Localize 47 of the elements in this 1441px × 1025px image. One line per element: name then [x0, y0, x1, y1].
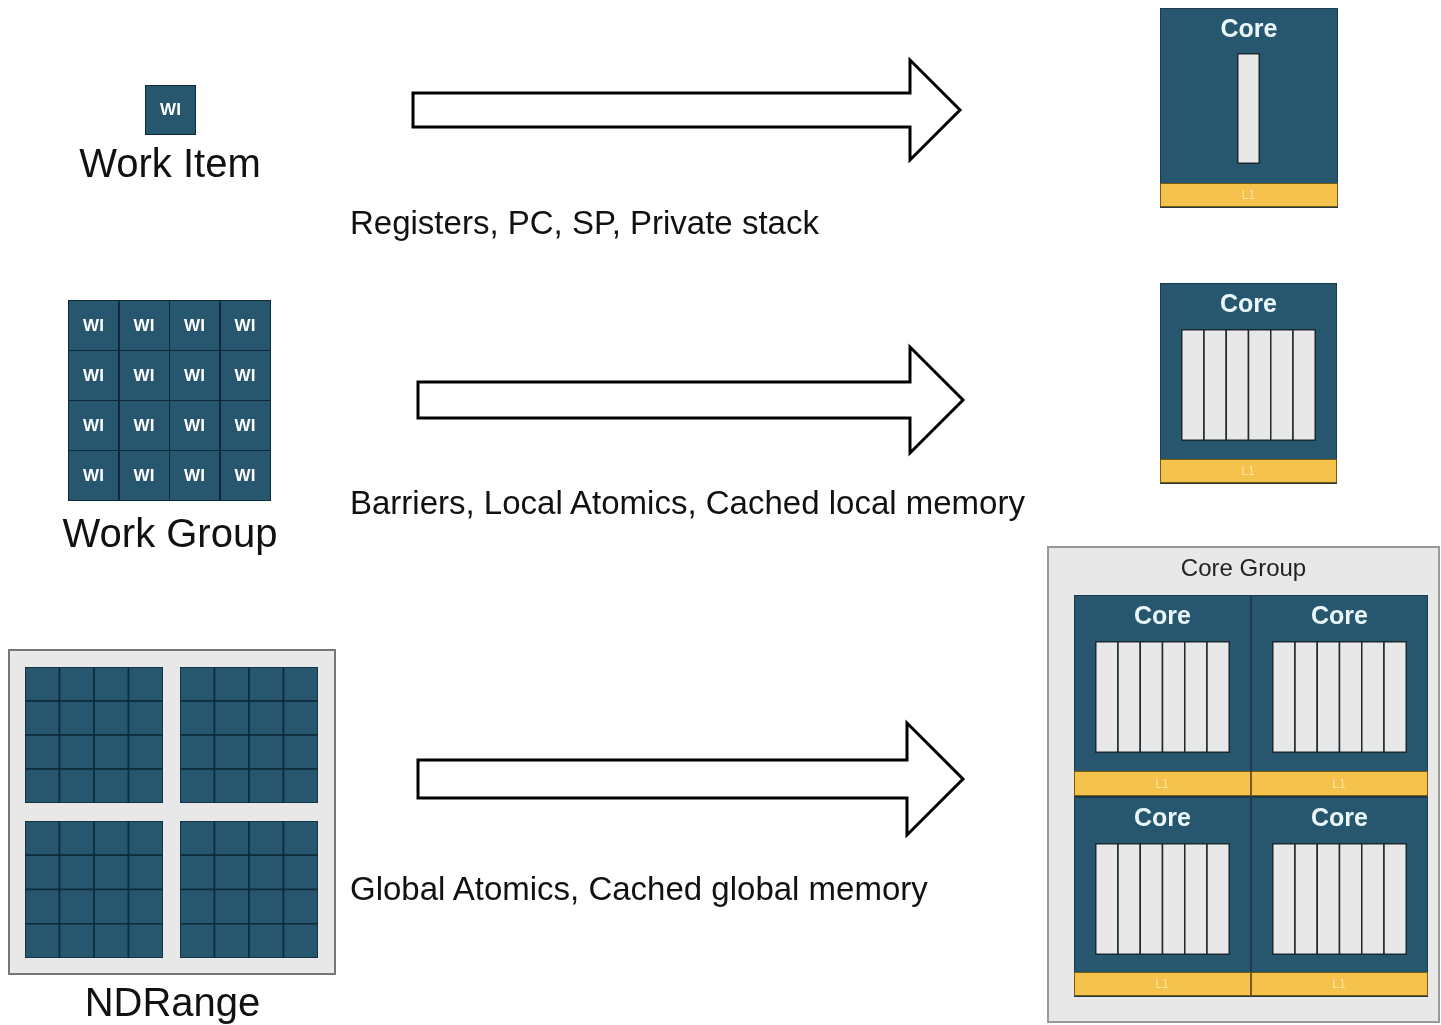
core-label: Core [1219, 288, 1278, 318]
work-item-tile: WI [68, 350, 119, 401]
core-label: Core [1133, 802, 1192, 832]
l1-cache-bar: L1 [1250, 771, 1428, 796]
caption-text: Work Group [61, 510, 279, 556]
work-item-tile: WI [118, 300, 170, 351]
work-item-tile: WI [118, 400, 170, 451]
core-block [1074, 797, 1251, 997]
work-group-grid [180, 821, 318, 958]
l1-cache-bar: L1 [1159, 183, 1338, 207]
l1-cache-bar: L1 [1073, 771, 1251, 796]
group-title: Core Group [1179, 553, 1308, 583]
work-item-tile: WI [219, 450, 271, 501]
work-item-tile: WI [68, 400, 119, 451]
l1-cache-bar: L1 [1073, 972, 1251, 996]
work-item-tile: WI [219, 350, 271, 401]
work-item-tile: WI [169, 350, 220, 401]
core-label: Core [1310, 600, 1369, 630]
core-group-panel [1047, 546, 1440, 1023]
work-item-tile: WI [169, 400, 220, 451]
core-block [1160, 8, 1338, 208]
core-label: Core [1219, 13, 1279, 43]
core-block [1160, 283, 1337, 484]
core-block [1074, 595, 1251, 797]
work-group-grid [180, 667, 318, 803]
work-item-tile: WI [68, 300, 119, 351]
core-block [1251, 797, 1428, 997]
work-item-tile: WI [68, 450, 119, 501]
l1-cache-bar: L1 [1250, 972, 1428, 996]
work-item-tile: WI [169, 300, 220, 351]
core-label: Core [1310, 802, 1369, 832]
caption-text: Work Item [78, 140, 262, 186]
work-item-tile: WI [219, 400, 271, 451]
work-item-tile: WI [118, 350, 170, 401]
block-arrow [416, 719, 966, 839]
l1-cache-bar: L1 [1159, 459, 1337, 483]
work-group-grid [25, 667, 163, 803]
work-item-tile: WI [219, 300, 271, 351]
core-label: Core [1133, 600, 1192, 630]
work-item-tile: WI [118, 450, 170, 501]
work-item-tile: WI [145, 85, 196, 135]
caption-text: NDRange [83, 979, 262, 1025]
block-arrow [411, 56, 963, 164]
core-block [1251, 595, 1428, 797]
work-item-tile: WI [169, 450, 220, 501]
work-group-grid [25, 821, 163, 958]
block-arrow [416, 343, 966, 457]
